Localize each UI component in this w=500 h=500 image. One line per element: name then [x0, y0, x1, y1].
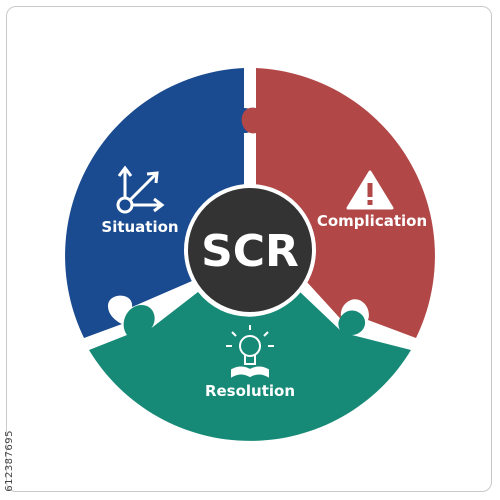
- complication-label: Complication: [317, 212, 427, 230]
- lightbulb-book-icon: [226, 325, 274, 378]
- segment-resolution: [89, 292, 411, 441]
- warning-icon: [346, 170, 394, 210]
- center-title: SCR: [201, 226, 299, 277]
- segment-complication: [241, 68, 435, 338]
- resolution-label: Resolution: [205, 382, 295, 400]
- arrows-icon: [116, 165, 165, 214]
- center-circle: [184, 184, 316, 316]
- stock-id: 612387695: [4, 430, 15, 492]
- frame-border: [6, 6, 492, 492]
- situation-label: Situation: [101, 218, 178, 236]
